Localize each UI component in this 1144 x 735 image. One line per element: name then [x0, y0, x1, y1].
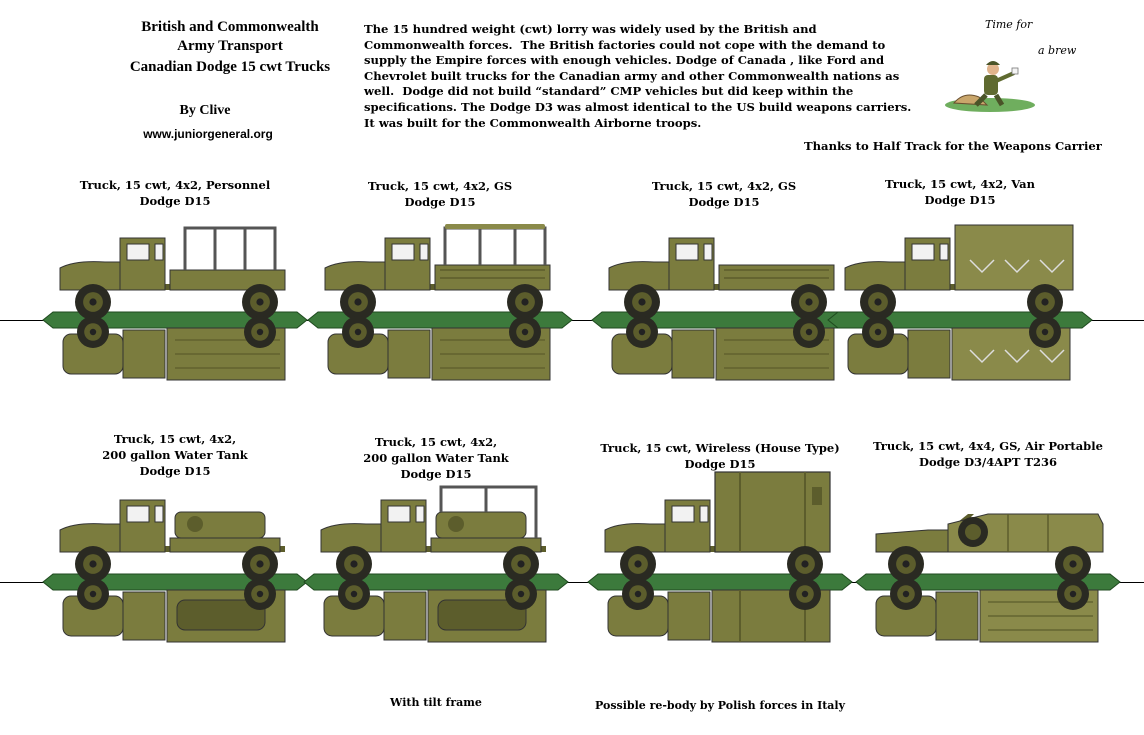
vehicle-illustration-van — [827, 224, 1093, 381]
top-view — [62, 316, 286, 381]
side-view — [59, 499, 285, 582]
title-block: British and Commonwealth Army Transport … — [80, 18, 380, 77]
vehicle-illustration-d3 — [855, 513, 1121, 643]
side-view — [844, 224, 1074, 320]
vehicle-illustration-personnel — [42, 226, 308, 381]
author: By Clive — [179, 103, 231, 118]
side-view — [875, 513, 1104, 582]
title-line-2: Army Transport — [177, 38, 283, 54]
soldier-brew-illustration — [945, 61, 1035, 112]
brew-text-1: Time for — [985, 18, 1033, 31]
base-stand — [307, 311, 573, 329]
vehicle-caption: Truck, 15 cwt, 4x2, Personnel Dodge D15 — [79, 178, 271, 208]
top-view — [611, 316, 835, 381]
title-line-1: British and Commonwealth — [141, 19, 319, 35]
top-view — [875, 578, 1099, 643]
vehicle-caption: Truck, 15 cwt, 4x2, GS Dodge D15 — [367, 179, 513, 209]
thanks-text: Thanks to Half Track for the Weapons Car… — [804, 139, 1102, 153]
vehicle-illustration-wireless — [587, 471, 853, 643]
vehicle-illustration-water — [42, 499, 308, 643]
brew-text-2: a brew — [1038, 44, 1077, 57]
intro-text: The 15 hundred weight (cwt) lorry was wi… — [364, 22, 912, 130]
top-view — [62, 578, 286, 643]
top-view — [323, 578, 547, 643]
row-2-ground-line — [0, 582, 1144, 583]
top-view — [327, 316, 551, 381]
side-view — [604, 471, 831, 582]
vehicle-note: With tilt frame — [390, 696, 482, 709]
base-stand — [42, 311, 308, 329]
base-stand — [827, 311, 1093, 329]
side-view — [324, 224, 551, 320]
vehicle-caption: Truck, 15 cwt, Wireless (House Type) Dod… — [600, 441, 840, 471]
vehicle-caption: Truck, 15 cwt, 4x2, 200 gallon Water Tan… — [102, 432, 248, 478]
title-line-3: Canadian Dodge 15 cwt Trucks — [129, 59, 331, 75]
side-view — [608, 237, 835, 320]
side-view — [320, 485, 546, 582]
vehicle-caption: Truck, 15 cwt, 4x2, Van Dodge D15 — [885, 177, 1035, 207]
website-link[interactable]: www.juniorgeneral.org — [143, 127, 273, 141]
vehicle-caption: Truck, 15 cwt, 4x4, GS, Air Portable Dod… — [873, 439, 1103, 469]
side-view — [59, 226, 286, 320]
base-stand — [303, 573, 569, 591]
vehicle-caption: Truck, 15 cwt, 4x2, 200 gallon Water Tan… — [363, 435, 509, 481]
vehicle-illustration-water_frame — [303, 485, 569, 643]
top-view — [607, 578, 831, 643]
vehicle-caption: Truck, 15 cwt, 4x2, GS Dodge D15 — [651, 179, 797, 209]
vehicle-illustration-gs — [591, 237, 857, 381]
base-stand — [587, 573, 853, 591]
vehicle-illustration-gs_tilt — [307, 224, 573, 381]
top-view — [847, 316, 1071, 381]
base-stand — [855, 573, 1121, 591]
vehicle-note: Possible re-body by Polish forces in Ita… — [595, 699, 845, 712]
